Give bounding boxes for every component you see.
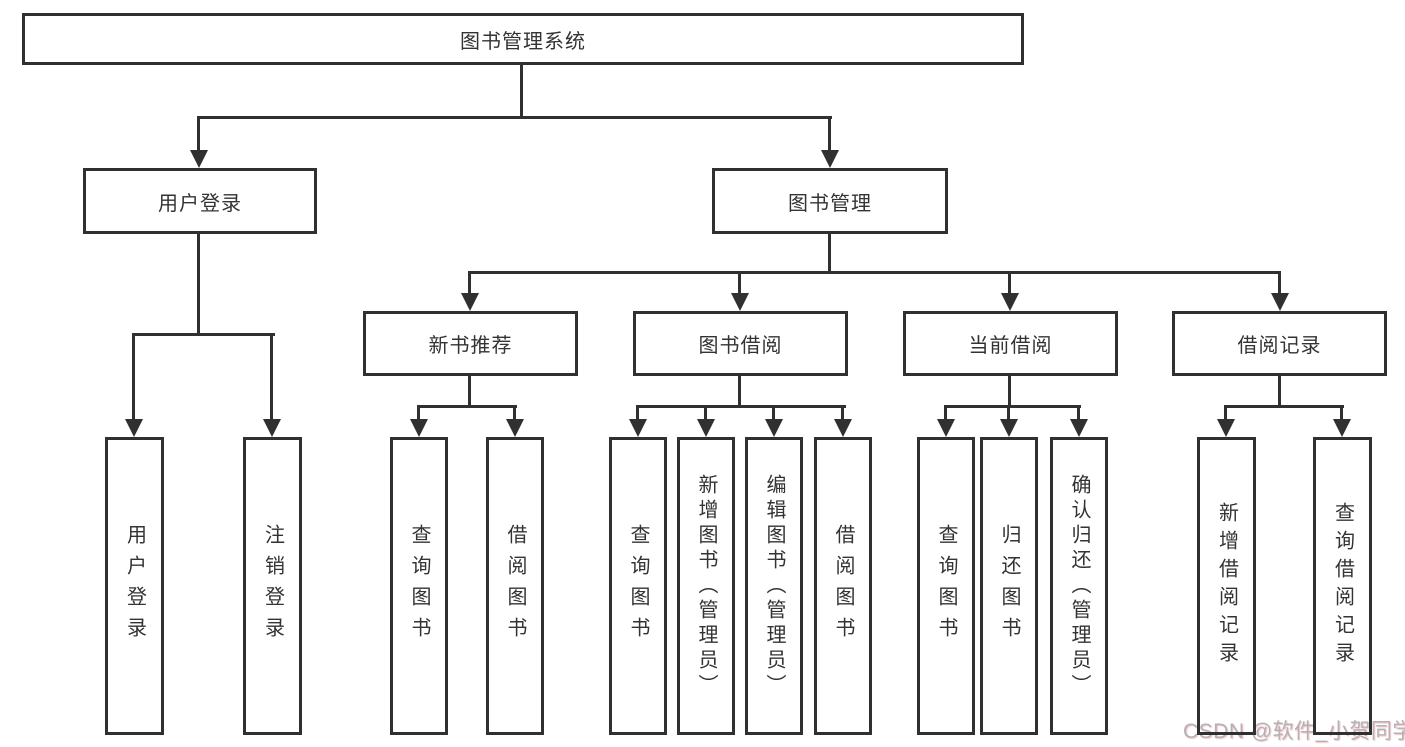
- node-borrow-records-label: 借阅记录: [1237, 335, 1322, 357]
- connector-stem-bb-borrow: [841, 407, 844, 419]
- connector-current-borrow-stub: [1008, 376, 1011, 407]
- connector-stem-cb-query: [944, 407, 947, 419]
- connector-g5-rail: [1224, 405, 1344, 408]
- connector-borrow-records-stub: [1278, 376, 1281, 407]
- connector-g3-rail: [636, 405, 846, 408]
- connector-stem-bb-add: [704, 407, 707, 419]
- leaf-current-return: 归还图书: [980, 437, 1038, 735]
- connector-l3-rail: [468, 271, 1281, 274]
- leaf-newbooks-borrow-label: 借阅图书: [504, 524, 526, 648]
- connector-stem-br-add: [1224, 407, 1227, 419]
- connector-stem-leaf-user-login: [132, 335, 135, 419]
- connector-stem-nb-borrow: [513, 407, 516, 419]
- leaf-user-login-label: 用户登录: [123, 524, 146, 648]
- node-book-mgmt-label: 图书管理: [788, 192, 872, 215]
- leaf-borrow-edit-label: 编辑图书（管理员）: [763, 473, 785, 699]
- node-borrow-records: 借阅记录: [1172, 311, 1387, 376]
- leaf-borrow-add: 新增图书（管理员）: [677, 437, 735, 735]
- leaf-borrow-add-label: 新增图书（管理员）: [695, 473, 717, 699]
- arrowhead-book-borrow: [731, 293, 749, 311]
- leaf-borrow-edit: 编辑图书（管理员）: [745, 437, 803, 735]
- leaf-newbooks-query: 查询图书: [390, 437, 448, 735]
- connector-book-borrow-stub: [738, 376, 741, 407]
- arrowhead-current-borrow: [1001, 293, 1019, 311]
- leaf-borrow-borrow-label: 借阅图书: [832, 524, 854, 648]
- connector-stem-leaf-logout: [270, 335, 273, 419]
- node-user-login: 用户登录: [83, 168, 317, 234]
- leaf-newbooks-borrow: 借阅图书: [486, 437, 544, 735]
- arrowhead-nb-borrow: [506, 419, 524, 437]
- leaf-borrow-borrow: 借阅图书: [814, 437, 872, 735]
- leaf-logout: 注销登录: [243, 437, 302, 735]
- node-book-mgmt: 图书管理: [712, 168, 948, 234]
- leaf-user-login: 用户登录: [105, 437, 164, 735]
- node-root-label: 图书管理系统: [460, 30, 586, 53]
- connector-stem-cb-return: [1007, 407, 1010, 419]
- arrowhead-leaf-user-login: [125, 419, 143, 437]
- leaf-current-confirm-label: 确认归还（管理员）: [1068, 473, 1090, 699]
- connector-stem-new-books: [468, 273, 471, 293]
- connector-g2-rail: [417, 405, 517, 408]
- arrowhead-bb-borrow: [834, 419, 852, 437]
- connector-stem-book-borrow: [738, 273, 741, 293]
- node-root: 图书管理系统: [22, 13, 1024, 65]
- leaf-current-query-label: 查询图书: [935, 524, 957, 648]
- arrowhead-br-query: [1333, 419, 1351, 437]
- leaf-records-query-label: 查询借阅记录: [1331, 502, 1354, 670]
- arrowhead-new-books: [461, 293, 479, 311]
- arrowhead-cb-query: [937, 419, 955, 437]
- leaf-records-add: 新增借阅记录: [1197, 437, 1256, 735]
- leaf-borrow-query: 查询图书: [609, 437, 667, 735]
- arrowhead-br-add: [1217, 419, 1235, 437]
- node-book-borrow-label: 图书借阅: [698, 335, 783, 357]
- leaf-records-add-label: 新增借阅记录: [1215, 502, 1238, 670]
- connector-stem-bb-query: [636, 407, 639, 419]
- connector-stem-br-query: [1340, 407, 1343, 419]
- leaf-current-confirm: 确认归还（管理员）: [1050, 437, 1108, 735]
- arrowhead-cb-return: [1000, 419, 1018, 437]
- node-new-books-label: 新书推荐: [428, 335, 513, 357]
- arrowhead-bb-query: [629, 419, 647, 437]
- connector-new-books-stub: [468, 376, 471, 407]
- connector-g1-rail: [132, 333, 275, 336]
- arrowhead-cb-confirm: [1070, 419, 1088, 437]
- leaf-newbooks-query-label: 查询图书: [408, 524, 430, 648]
- arrowhead-nb-query: [410, 419, 428, 437]
- leaf-current-return-label: 归还图书: [998, 524, 1020, 648]
- node-user-login-label: 用户登录: [158, 192, 242, 215]
- arrowhead-bb-add: [697, 419, 715, 437]
- connector-g4-rail: [944, 405, 1081, 408]
- leaf-logout-label: 注销登录: [261, 524, 284, 648]
- arrowhead-leaf-logout: [263, 419, 281, 437]
- connector-root-stub: [520, 65, 523, 118]
- node-current-borrow-label: 当前借阅: [968, 335, 1053, 357]
- node-book-borrow: 图书借阅: [633, 311, 848, 376]
- connector-book-mgmt-stub: [828, 234, 831, 273]
- connector-stem-borrow-records: [1278, 273, 1281, 293]
- leaf-borrow-query-label: 查询图书: [627, 524, 649, 648]
- csdn-watermark: CSDN @软件_小贺同学: [1183, 720, 1405, 743]
- connector-stem-nb-query: [417, 407, 420, 419]
- arrowhead-book-mgmt: [821, 150, 839, 168]
- connector-stem-cb-confirm: [1077, 407, 1080, 419]
- arrowhead-user-login: [190, 150, 208, 168]
- connector-stem-current-borrow: [1008, 273, 1011, 293]
- arrowhead-borrow-records: [1271, 293, 1289, 311]
- leaf-records-query: 查询借阅记录: [1313, 437, 1372, 735]
- connector-stem-user-login: [197, 118, 200, 150]
- connector-stem-bb-edit: [772, 407, 775, 419]
- leaf-current-query: 查询图书: [917, 437, 975, 735]
- connector-l2-rail: [197, 116, 832, 119]
- connector-user-login-stub: [197, 234, 200, 335]
- node-new-books: 新书推荐: [363, 311, 578, 376]
- arrowhead-bb-edit: [765, 419, 783, 437]
- node-current-borrow: 当前借阅: [903, 311, 1118, 376]
- connector-stem-book-mgmt: [828, 118, 831, 150]
